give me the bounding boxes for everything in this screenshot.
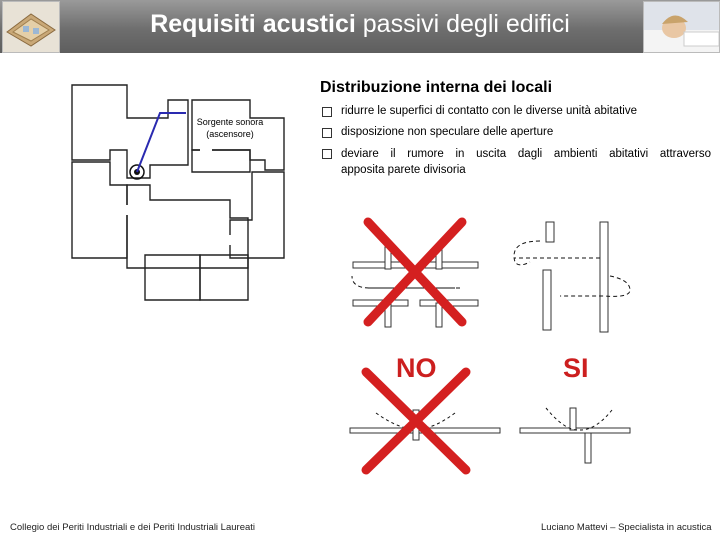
sound-source-label: Sorgente sonora (ascensore) [186, 116, 274, 140]
footer-author: Luciano Mattevi – Specialista in acustic… [541, 522, 712, 533]
footer-organization: Collegio dei Periti Industriali e dei Pe… [10, 522, 256, 533]
checkbox-bullet-icon [322, 149, 332, 159]
bullet-text: deviare il rumore in uscita dagli ambien… [341, 148, 711, 160]
verdict-no-label: NO [396, 353, 437, 383]
no-top-cross [363, 217, 467, 327]
page-title-rest: passivi degli edifici [355, 10, 570, 38]
section-title: Distribuzione interna dei locali [320, 79, 553, 96]
bullet-text: ridurre le superfici di contatto con le … [341, 105, 637, 117]
bullet-text: disposizione non speculare delle apertur… [341, 126, 554, 138]
sound-source-label-line2: (ascensore) [206, 129, 254, 139]
si-top-walls [542, 221, 609, 333]
sound-source-label-line1: Sorgente sonora [196, 117, 264, 127]
plan-door-gaps [100, 116, 232, 245]
si-bottom-walls [519, 407, 631, 464]
page-title: Requisiti acustici passivi degli edifici [0, 10, 720, 39]
floor-plan [71, 84, 285, 301]
house-thumbnail-image [2, 1, 60, 53]
verdict-si-label: SI [563, 353, 589, 383]
si-bottom-arrows [545, 407, 613, 431]
sleeping-person-image [643, 1, 720, 53]
no-top-arrows [351, 275, 460, 289]
source-pointer-line [136, 112, 186, 173]
checkbox-bullet-icon [322, 107, 332, 117]
bullet-text-continued: apposita parete divisoria [341, 164, 466, 176]
no-bottom-cross [361, 367, 471, 475]
header-bar: Requisiti acustici passivi degli edifici [0, 0, 720, 53]
si-top-arrows [513, 240, 631, 297]
checkbox-bullet-icon [322, 128, 332, 138]
page-title-bold: Requisiti acustici [150, 10, 356, 38]
